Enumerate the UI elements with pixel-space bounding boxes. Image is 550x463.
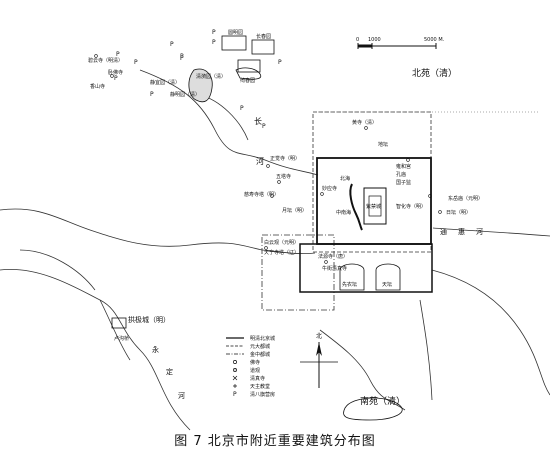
site-changchunyuan: 长春园 (256, 33, 271, 40)
site-xiangshansi: 香山寺 (90, 83, 105, 90)
scale-label-5000: 5000 M. (424, 37, 445, 43)
forbidden-city (363, 187, 387, 225)
legend-label-2: 金中都城 (250, 351, 270, 358)
tiantan-outline (375, 263, 401, 291)
site-xiannongtan: 先农坛 (342, 281, 357, 288)
svg-text:P: P (134, 59, 138, 66)
site-baiyunguan: 白云观（元明） (264, 239, 299, 246)
svg-text:P: P (116, 51, 120, 58)
legend-label-6: 天主教堂 (250, 383, 270, 390)
site-yonghegong: 雍和宫 (396, 163, 411, 170)
site-jingyiyuan: 静宜园（清） (150, 79, 180, 86)
svg-text:P: P (278, 59, 282, 66)
site-guozijian: 国子监 (396, 179, 411, 186)
svg-text:P: P (212, 39, 216, 46)
site-biyunsi: 碧云寺（明清） (88, 57, 123, 64)
river-chang-1: 长 (254, 116, 262, 126)
banner-barracks-markers: PPP PPP PPP PPP (114, 29, 282, 130)
site-dongyuemiao: 东岳庙（元明） (448, 195, 483, 202)
legend-label-1: 元大都城 (250, 343, 270, 350)
site-qingyiyuan: 清漪园（清） (196, 73, 226, 80)
site-tiantan: 天坛 (382, 281, 392, 288)
site-jingmingyuan: 静明园（清） (170, 91, 200, 98)
site-ritan: 日坛（明） (446, 209, 471, 216)
site-ditan: 地坛 (378, 141, 388, 148)
river-tonghui-1: 通 (440, 227, 447, 236)
xiannongtan-outline (339, 263, 365, 291)
legend-label-7: 清八旗营房 (250, 391, 275, 398)
scale-label-1000: 1000 (368, 37, 381, 43)
site-tianningsi: 天宁寺塔（辽） (264, 249, 299, 256)
rivers (0, 69, 550, 431)
river-yongding-3: 河 (178, 392, 185, 400)
figure-caption: 图 7 北京市附近重要建筑分布图 (174, 434, 376, 449)
river-yongding-2: 定 (166, 367, 173, 376)
legend: P 明清北京城 元大都城 金中都城 佛寺 道观 清真寺 天主教堂 清八旗营房 (226, 335, 275, 398)
river-yongding-1: 永 (152, 345, 159, 354)
legend-label-3: 佛寺 (250, 359, 260, 366)
site-zhihuasi: 智化寺（明） (396, 203, 426, 210)
river-chang-2: 河 (256, 156, 264, 166)
svg-text:P: P (150, 91, 154, 98)
svg-text:P: P (212, 29, 216, 36)
inner-city-wall (316, 157, 432, 245)
site-fayuansi: 法源寺（唐） (318, 253, 348, 260)
svg-text:P: P (233, 391, 237, 398)
north-label: 北 (316, 332, 322, 340)
site-wutasi: 五塔寺 (276, 173, 291, 180)
svg-text:P: P (180, 53, 184, 60)
site-qichunyuan: 绮春园 (240, 77, 255, 84)
river-tonghui-3: 河 (476, 228, 483, 236)
region-gongji: 拱极城（明） (128, 315, 170, 324)
legend-label-5: 清真寺 (250, 375, 265, 382)
site-yuanmingyuan: 圆明园 (228, 30, 243, 36)
scale-bar: 0 1000 5000 M. (356, 37, 445, 49)
north-arrow: 北 (300, 332, 338, 388)
jin-zhongdu-outline (261, 234, 335, 311)
nanyuan-outline (343, 397, 403, 421)
kunming-lake (188, 68, 213, 103)
site-kongmiao: 孔庙 (396, 171, 406, 178)
svg-text:P: P (180, 55, 184, 62)
gongji-city-outline (111, 317, 127, 329)
scale-label-0: 0 (356, 37, 359, 43)
region-beiyuan: 北苑（清） (412, 67, 457, 79)
svg-text:P: P (240, 105, 244, 112)
svg-text:P: P (170, 41, 174, 48)
site-miaoyingsi: 妙应寺 (322, 185, 337, 192)
legend-label-0: 明清北京城 (250, 335, 275, 342)
site-wofosi: 卧佛寺 (108, 69, 123, 76)
site-zhengjuesi: 正觉寺（明） (270, 155, 300, 162)
site-luguqiao: 卢沟桥 (114, 335, 129, 342)
site-beihai: 北海 (340, 175, 350, 182)
site-cishousi: 慈寿寺塔（明） (244, 191, 279, 198)
site-zhongnanhai: 中南海 (336, 209, 351, 216)
outer-city-wall (299, 243, 433, 293)
svg-text:P: P (262, 123, 266, 130)
svg-text:P: P (114, 75, 118, 82)
legend-label-4: 道观 (250, 367, 260, 374)
site-huangsi: 黄寺（清） (352, 119, 377, 126)
yuan-dadu-outline (312, 111, 432, 253)
river-tonghui-2: 惠 (458, 227, 465, 236)
site-gugong: 紫禁城 (366, 203, 381, 210)
site-yuetan: 月坛（明） (282, 207, 307, 214)
site-niujie: 牛街清真寺 (322, 265, 347, 272)
beihai-lake (349, 183, 363, 231)
